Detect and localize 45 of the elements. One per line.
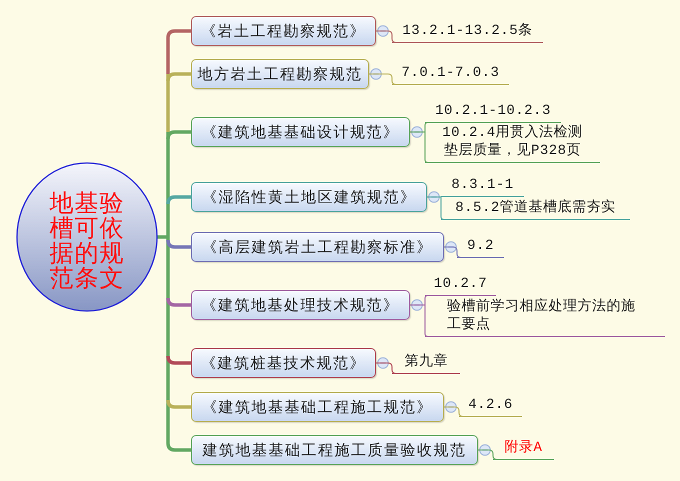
subtopic: 13.2.1-13.2.5条 [392,20,543,43]
topic-box: 《建筑地基基础工程施工规范》 [191,392,444,422]
subtopic: 4.2.6 [459,395,522,417]
branch-line [166,130,191,140]
topic-box: 建筑地基基础工程施工质量验收规范 [191,435,478,465]
branch-line [166,195,191,204]
topic-box: 《建筑地基处理技术规范》 [191,290,410,320]
connector-line [444,406,464,418]
connector-line [410,131,425,133]
subtopic: 9.2 [457,236,504,258]
branch-line [166,29,191,38]
connector-line [376,30,396,44]
subtopic: 10.2.4用贯入法检测垫层质量，见P328页 [425,125,600,163]
subtopic: 第九章 [392,352,460,374]
connector-line [444,246,462,258]
connector-line [440,197,444,220]
branch-line [166,72,191,82]
topic-box: 《湿陷性黄土地区建筑规范》 [191,182,427,212]
topic-box: 地方岩土工程勘察规范 [191,59,369,89]
subtopic: 8.3.1-1 [441,176,524,197]
connector-line [478,449,498,460]
subtopic: 8.5.2管道基槽底需夯实 [441,199,630,220]
subtopic: 7.0.1-7.0.3 [392,63,509,85]
connector-line [410,304,425,306]
connector-line [424,305,428,338]
branch-line [166,240,191,249]
topic-box: 《建筑地基基础设计规范》 [191,117,410,147]
subtopic: 验槽前学习相应处理方法的施工要点 [425,298,665,337]
branch-line [166,400,191,409]
connector-line [376,362,396,374]
connector-line [369,73,396,86]
topic-box: 《高层建筑岩土工程勘察标准》 [191,232,444,262]
connector-line [427,196,441,198]
topic-box: 《建筑桩基技术规范》 [191,348,376,378]
central-topic: 地基验槽可依据的规范条文 [16,162,158,312]
subtopic: 附录A [493,438,554,460]
branch-line [166,442,191,452]
branch-line [166,356,191,365]
subtopic: 10.2.1-10.2.3 [425,101,561,123]
topic-box: 《岩土工程勘察规范》 [191,16,376,46]
connector-line [424,122,428,132]
connector-line [424,132,428,164]
branch-line [166,298,191,307]
connector-line [424,294,428,305]
subtopic: 10.2.7 [425,274,496,296]
